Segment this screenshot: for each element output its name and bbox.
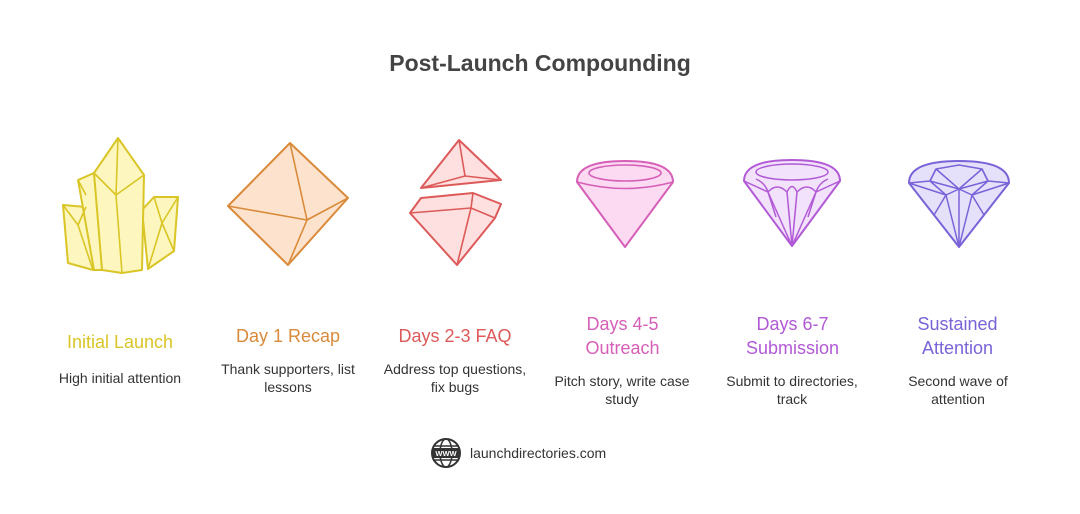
stage-label-days-6-7-submission: Days 6-7 Submission	[745, 314, 840, 358]
stage-desc-days-6-7-submission: Submit to directories, track	[726, 373, 858, 407]
stage-label-day-1-recap: Day 1 Recap	[235, 326, 341, 346]
page-title: Post-Launch Compounding	[389, 50, 691, 76]
faceted-diamond-icon	[743, 159, 841, 247]
svg-text:WWW: WWW	[435, 449, 457, 458]
stage-desc-days-2-3-faq: Address top questions, fix bugs	[383, 361, 527, 395]
footer-link[interactable]: launchdirectories.com	[470, 445, 607, 461]
stage-desc-days-4-5-outreach: Pitch story, write case study	[554, 373, 690, 407]
brilliant-diamond-icon	[908, 160, 1010, 248]
stage-label-initial-launch: Initial Launch	[66, 332, 174, 352]
simple-diamond-icon	[576, 160, 674, 248]
stage-desc-initial-launch: High initial attention	[58, 370, 182, 386]
octahedron-gem-icon	[227, 142, 349, 266]
footer: WWW launchdirectories.com	[430, 436, 606, 470]
www-globe-icon: WWW	[431, 438, 461, 468]
split-gem-icon	[409, 139, 502, 266]
stage-desc-sustained-attention: Second wave of attention	[908, 373, 1008, 407]
crystal-cluster-icon	[62, 137, 179, 274]
stage-label-days-2-3-faq: Days 2-3 FAQ	[398, 326, 512, 346]
stage-label-days-4-5-outreach: Days 4-5 Outreach	[585, 314, 660, 358]
stage-desc-day-1-recap: Thank supporters, list lessons	[221, 361, 355, 395]
stage-label-sustained-attention: Sustained Attention	[917, 314, 998, 358]
